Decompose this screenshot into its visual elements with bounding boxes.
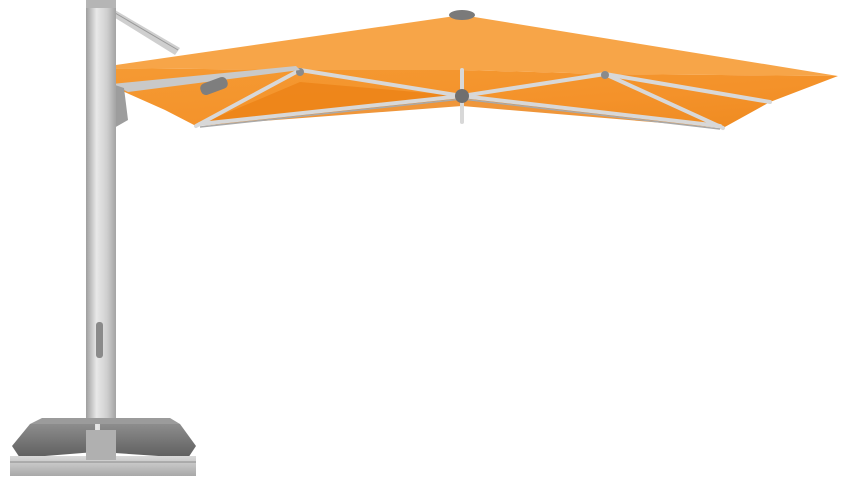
base-frame [10, 456, 196, 476]
mast-top-cap [86, 0, 116, 8]
base-stone-right [100, 424, 196, 458]
arm-handle [200, 76, 228, 96]
rib-joint-right [601, 71, 609, 79]
canopy-top-panel [95, 15, 838, 76]
mast-crank-handle [96, 322, 103, 358]
canopy-top-cap [449, 10, 475, 20]
mast [86, 0, 116, 432]
base-foot [86, 430, 116, 460]
canopy [95, 10, 838, 128]
rib-hub [455, 89, 469, 103]
rib-shadows [199, 98, 721, 130]
base-stone-top [30, 418, 180, 424]
weighted-base [10, 418, 196, 476]
mast-pole [86, 2, 116, 432]
base-stone-left [12, 424, 95, 458]
cantilever-arm [106, 6, 300, 128]
canopy-lower-panel [196, 82, 723, 128]
